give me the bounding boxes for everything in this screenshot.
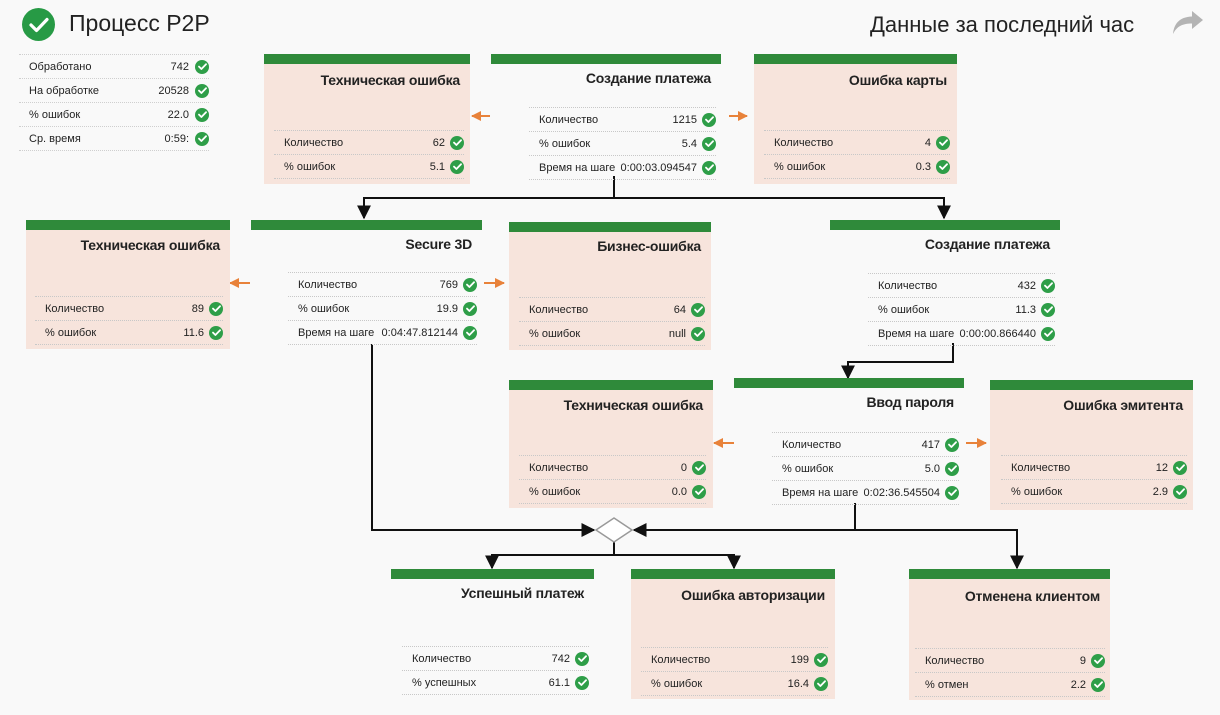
check-circle-icon	[936, 159, 950, 174]
check-circle-icon	[945, 437, 959, 452]
check-circle-icon	[575, 651, 589, 666]
check-circle-icon	[1091, 677, 1105, 692]
check-circle-icon	[209, 301, 223, 316]
check-circle-icon	[463, 277, 477, 292]
check-circle-icon	[195, 107, 209, 122]
link-create1-create2	[614, 197, 951, 220]
check-circle-icon	[1173, 484, 1187, 499]
link-create1-secure3d	[357, 176, 615, 220]
check-circle-icon	[195, 83, 209, 98]
check-circle-icon	[1041, 278, 1055, 293]
check-circle-icon	[691, 326, 705, 341]
check-circle-icon	[945, 485, 959, 500]
period-label: Данные за последний час	[870, 12, 1135, 37]
check-circle-icon	[1041, 302, 1055, 317]
link-create2-password	[841, 343, 954, 380]
title-check-icon	[22, 8, 55, 41]
check-circle-icon	[1173, 460, 1187, 475]
check-circle-icon	[1091, 653, 1105, 668]
check-circle-icon	[575, 675, 589, 690]
check-circle-icon	[195, 131, 209, 146]
check-circle-icon	[691, 302, 705, 317]
link-merge-success	[485, 542, 615, 570]
check-circle-icon	[463, 325, 477, 340]
check-circle-icon	[692, 484, 706, 499]
check-circle-icon	[702, 136, 716, 151]
check-circle-icon	[450, 135, 464, 150]
check-circle-icon	[702, 160, 716, 175]
share-arrow-icon[interactable]	[1170, 8, 1206, 43]
check-circle-icon	[814, 652, 828, 667]
link-merge-cancelled	[634, 529, 1024, 570]
check-circle-icon	[692, 460, 706, 475]
check-circle-icon	[1041, 326, 1055, 341]
link-merge-auth	[614, 554, 741, 570]
page-title: Процесс P2P	[69, 10, 210, 36]
check-circle-icon	[702, 112, 716, 127]
check-circle-icon	[209, 325, 223, 340]
check-circle-icon	[195, 59, 209, 74]
check-circle-icon	[463, 301, 477, 316]
check-circle-icon	[814, 676, 828, 691]
check-circle-icon	[945, 461, 959, 476]
merge-gateway	[594, 517, 634, 543]
check-circle-icon	[450, 159, 464, 174]
check-circle-icon	[936, 135, 950, 150]
link-secure3d-merge	[371, 344, 596, 537]
